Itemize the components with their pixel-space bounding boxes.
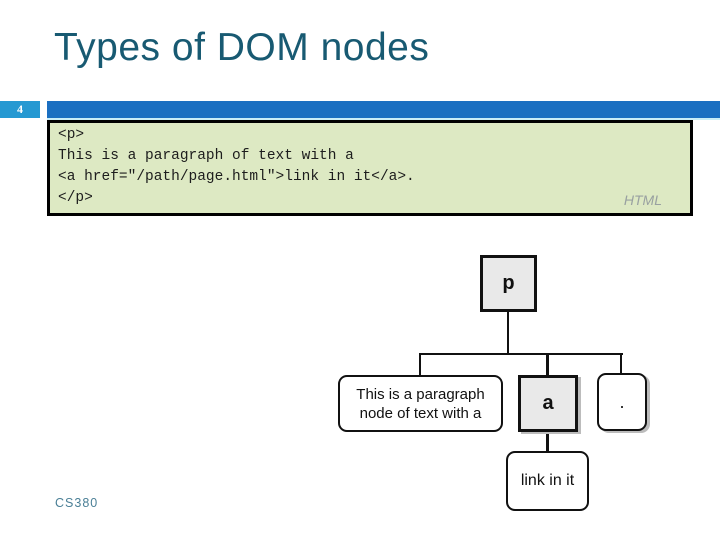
code-language-label: HTML <box>623 192 662 208</box>
node-link-label: link in it <box>520 472 575 489</box>
connector-a-to-link <box>546 432 549 451</box>
slide-number: 4 <box>17 102 23 116</box>
node-p-label: p <box>502 272 515 294</box>
node-text-paragraph-line-2: node of text with a <box>359 404 482 422</box>
slide-number-badge: 4 <box>0 101 40 118</box>
node-text-paragraph: This is a paragraph node of text with a <box>338 375 503 432</box>
connector-drop-right <box>620 353 622 373</box>
connector-drop-middle <box>546 353 549 375</box>
code-block: <p> This is a paragraph of text with a <… <box>47 120 693 216</box>
node-text-paragraph-line-1: This is a paragraph <box>356 385 485 403</box>
node-p-element: p <box>480 255 537 312</box>
node-a-element: a <box>518 375 578 432</box>
footer-course-label: CS380 <box>55 496 99 510</box>
code-line-4: </p> <box>58 190 93 206</box>
connector-drop-left <box>419 353 421 375</box>
connector-horizontal <box>419 353 623 355</box>
header-bar <box>47 101 720 120</box>
page-title: Types of DOM nodes <box>54 26 430 69</box>
code-line-2: This is a paragraph of text with a <box>58 148 354 164</box>
node-a-label: a <box>542 392 554 414</box>
code-line-1: <p> <box>58 127 85 143</box>
node-period-label: . <box>619 391 625 412</box>
node-text-period: . <box>597 373 647 431</box>
node-text-link: link in it <box>506 451 589 511</box>
code-line-3: <a href="/path/page.html">link in it</a>… <box>58 169 415 185</box>
connector-root-stem <box>507 312 509 354</box>
